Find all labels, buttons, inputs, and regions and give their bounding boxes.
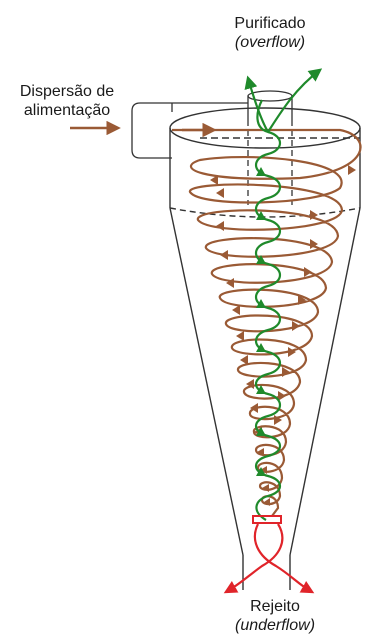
cylinder-body [169,107,361,218]
cone-body [169,207,361,590]
overflow-label: Purificado (overflow) [220,14,320,52]
feed-label: Dispersão de alimentação [0,82,134,120]
underflow-label: Rejeito (underflow) [220,597,330,635]
underflow-subtitle: (underflow) [234,617,316,634]
underflow-title: Rejeito [250,598,300,615]
overflow-title: Purificado [234,15,306,32]
inner-vortex [244,68,323,521]
feed-label-line2: alimentação [23,102,111,119]
feed-label-line1: Dispersão de [19,83,115,100]
outer-vortex [70,120,362,517]
underflow-reject [223,515,315,594]
vortex-finder [247,90,293,205]
overflow-subtitle: (overflow) [234,34,306,51]
feed-inlet [131,102,248,159]
